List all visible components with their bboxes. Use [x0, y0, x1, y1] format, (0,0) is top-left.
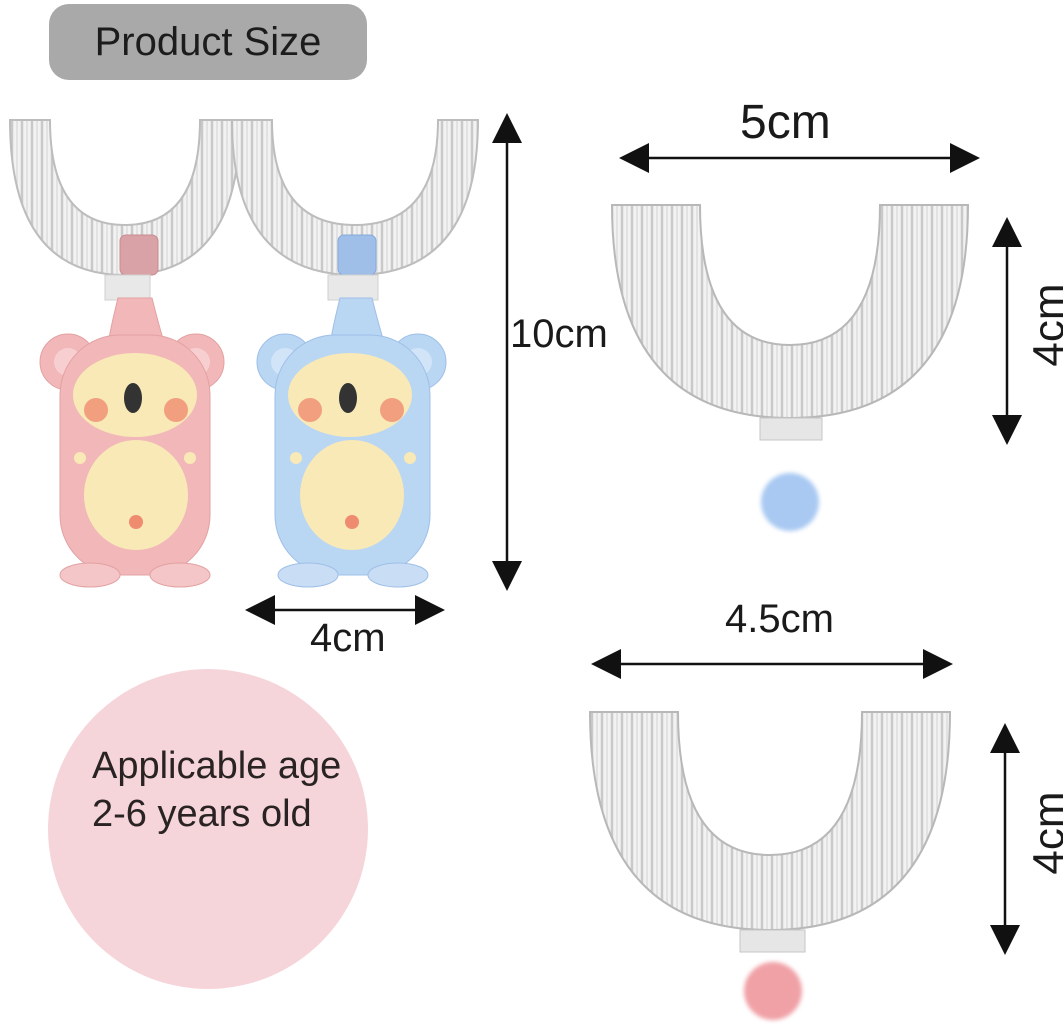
blue-toothbrush: [230, 119, 480, 588]
small-brush-head: [588, 711, 952, 953]
pink-color-dot: [744, 962, 802, 1020]
width-label: 4cm: [310, 616, 386, 660]
large-brush-head: [610, 204, 970, 441]
age-note: Applicable age 2-6 years old: [92, 745, 342, 835]
small-width-label: 4.5cm: [725, 597, 834, 641]
large-width-label: 5cm: [740, 96, 831, 149]
height-label: 10cm: [510, 312, 608, 356]
large-height-label: 4cm: [1024, 283, 1063, 367]
age-circle: [48, 669, 368, 989]
pink-toothbrush: [8, 119, 242, 588]
product-size-badge: Product Size: [49, 4, 367, 80]
small-height-label: 4cm: [1024, 791, 1063, 875]
blue-brush-head: [230, 119, 480, 277]
blue-color-dot: [761, 473, 819, 531]
